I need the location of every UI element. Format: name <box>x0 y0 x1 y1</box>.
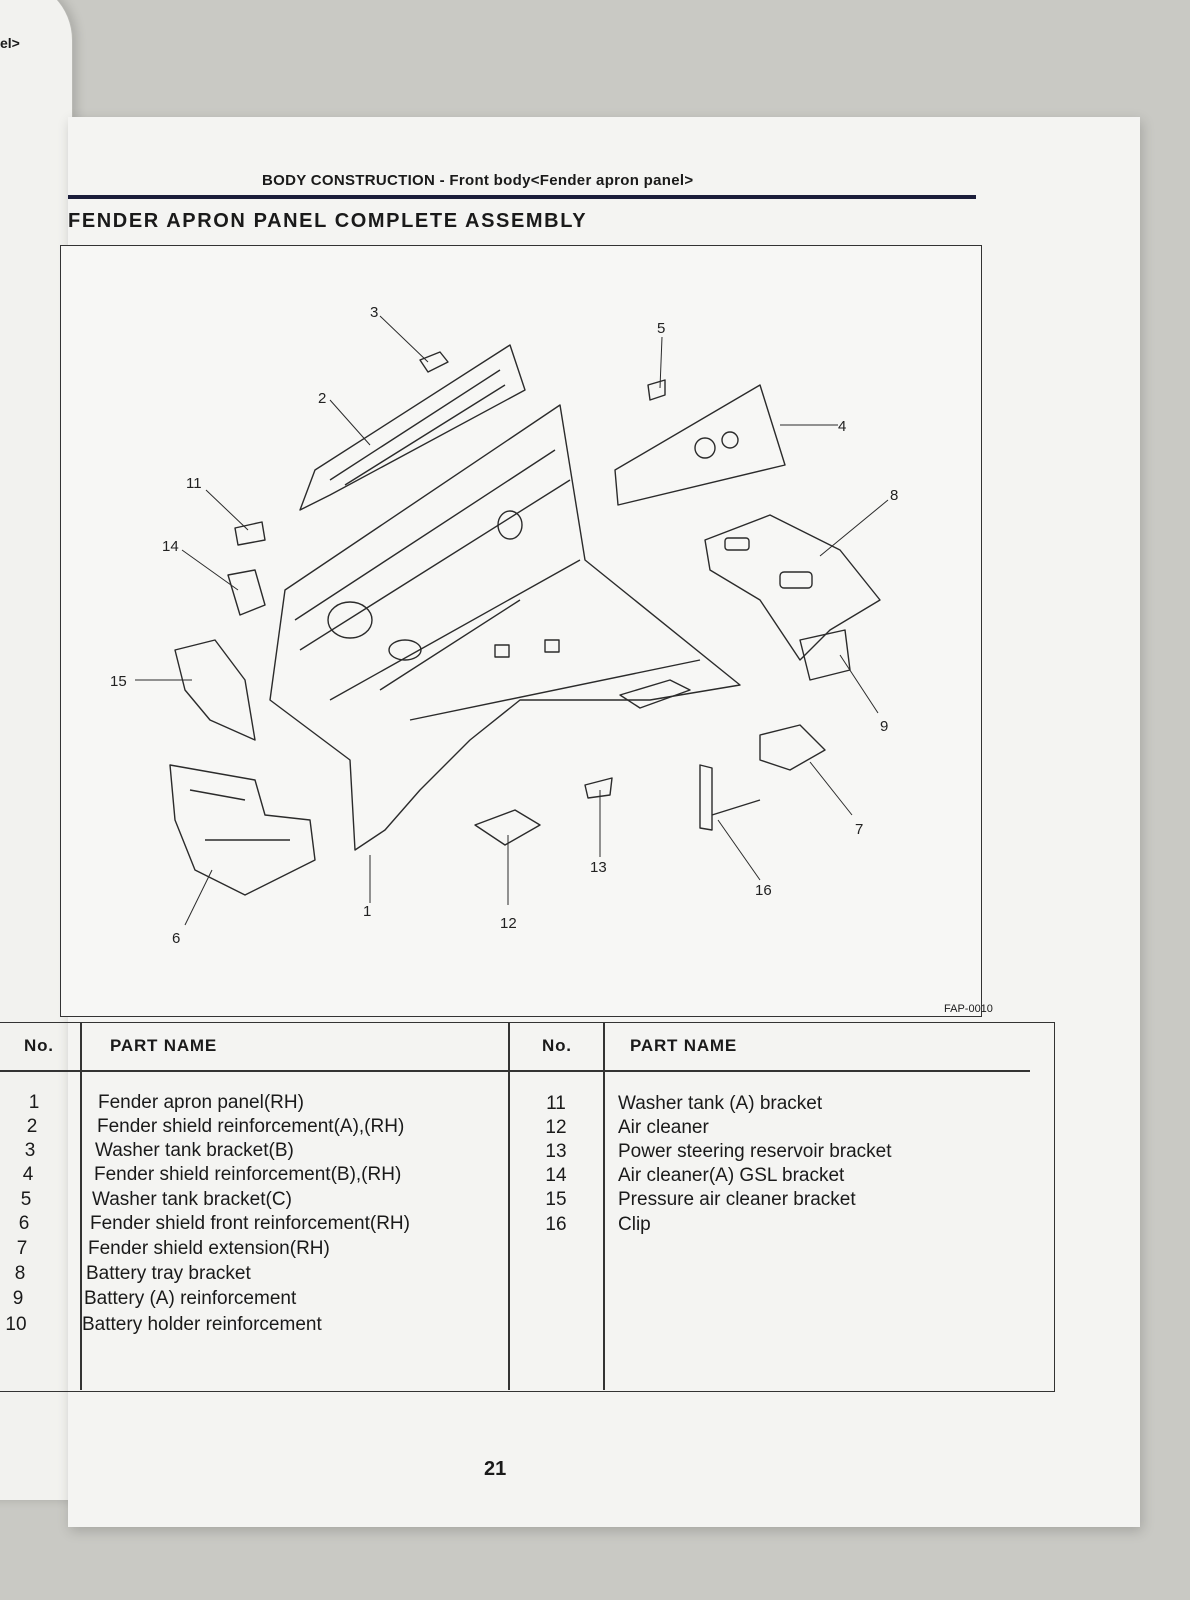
part-name: Fender shield extension(RH) <box>88 1238 330 1259</box>
table-divider <box>508 1022 510 1390</box>
part-7 <box>759 724 826 771</box>
part-no: 6 <box>18 1213 30 1234</box>
part-no: 10 <box>5 1314 27 1335</box>
facing-page-text: el> <box>0 35 20 51</box>
part-no: 3 <box>24 1140 36 1161</box>
callout-5: 5 <box>657 320 665 337</box>
callout-1: 1 <box>363 903 371 920</box>
callout-3: 3 <box>370 304 378 321</box>
part-15 <box>174 639 256 741</box>
part-no: 16 <box>545 1214 567 1235</box>
part-5 <box>647 379 666 401</box>
part-name: Battery holder reinforcement <box>82 1314 322 1335</box>
part-name: Pressure air cleaner bracket <box>618 1189 856 1210</box>
callout-4: 4 <box>838 418 846 435</box>
part-no: 7 <box>16 1238 28 1259</box>
part-name: Fender apron panel(RH) <box>98 1092 304 1113</box>
part-3 <box>419 351 449 373</box>
part-no: 14 <box>545 1165 567 1186</box>
part-no: 15 <box>545 1189 567 1210</box>
part-name: Battery tray bracket <box>86 1263 251 1284</box>
part-4 <box>614 384 786 506</box>
callout-13: 13 <box>590 859 607 876</box>
callout-9: 9 <box>880 718 888 735</box>
table-header-rule <box>0 1070 1030 1072</box>
header-rule <box>68 195 976 199</box>
part-13 <box>584 777 613 799</box>
part-name: Fender shield reinforcement(A),(RH) <box>97 1116 405 1137</box>
part-name: Power steering reservoir bracket <box>618 1141 892 1162</box>
section-title: FENDER APRON PANEL COMPLETE ASSEMBLY <box>68 210 588 232</box>
callout-11: 11 <box>186 475 202 492</box>
callout-7: 7 <box>855 821 863 838</box>
part-16 <box>699 764 761 831</box>
part-name: Fender shield reinforcement(B),(RH) <box>94 1164 402 1185</box>
figure-code: FAP-0010 <box>944 1003 993 1015</box>
part-no: 5 <box>20 1189 32 1210</box>
callout-6: 6 <box>172 930 180 947</box>
part-no: 2 <box>26 1116 38 1137</box>
part-6 <box>169 764 316 896</box>
part-11 <box>234 521 266 546</box>
part-name: Washer tank bracket(B) <box>95 1140 294 1161</box>
part-no: 12 <box>545 1117 567 1138</box>
col-header-no: No. <box>24 1036 54 1055</box>
part-no: 4 <box>22 1164 34 1185</box>
callout-8: 8 <box>890 487 898 504</box>
part-no: 9 <box>12 1288 24 1309</box>
callout-16: 16 <box>755 882 772 899</box>
table-divider <box>603 1022 605 1390</box>
part-name: Clip <box>618 1214 651 1235</box>
part-name: Washer tank bracket(C) <box>92 1189 292 1210</box>
part-no: 13 <box>545 1141 567 1162</box>
callout-2: 2 <box>318 390 326 407</box>
table-divider <box>80 1022 82 1390</box>
part-name: Air cleaner(A) GSL bracket <box>618 1165 845 1186</box>
callout-12: 12 <box>500 915 517 932</box>
part-apron-panel <box>269 404 741 851</box>
page-header: BODY CONSTRUCTION - Front body<Fender ap… <box>262 172 694 189</box>
part-no: 1 <box>28 1092 40 1113</box>
col-header-no: No. <box>542 1036 572 1055</box>
part-name: Washer tank (A) bracket <box>618 1093 823 1114</box>
col-header-part-name: PART NAME <box>110 1036 217 1055</box>
parts-table <box>0 1022 1055 1392</box>
part-name: Air cleaner <box>618 1117 709 1138</box>
part-2 <box>299 344 526 511</box>
callout-15: 15 <box>110 673 127 690</box>
part-name: Fender shield front reinforcement(RH) <box>90 1213 410 1234</box>
part-12 <box>474 809 541 846</box>
part-name: Battery (A) reinforcement <box>84 1288 297 1309</box>
callout-14: 14 <box>162 538 179 555</box>
part-8 <box>704 514 881 661</box>
part-no: 11 <box>546 1093 566 1114</box>
page-number: 21 <box>484 1458 507 1480</box>
part-no: 8 <box>14 1263 26 1284</box>
part-14 <box>227 569 266 616</box>
col-header-part-name: PART NAME <box>630 1036 737 1055</box>
part-9 <box>799 629 851 681</box>
